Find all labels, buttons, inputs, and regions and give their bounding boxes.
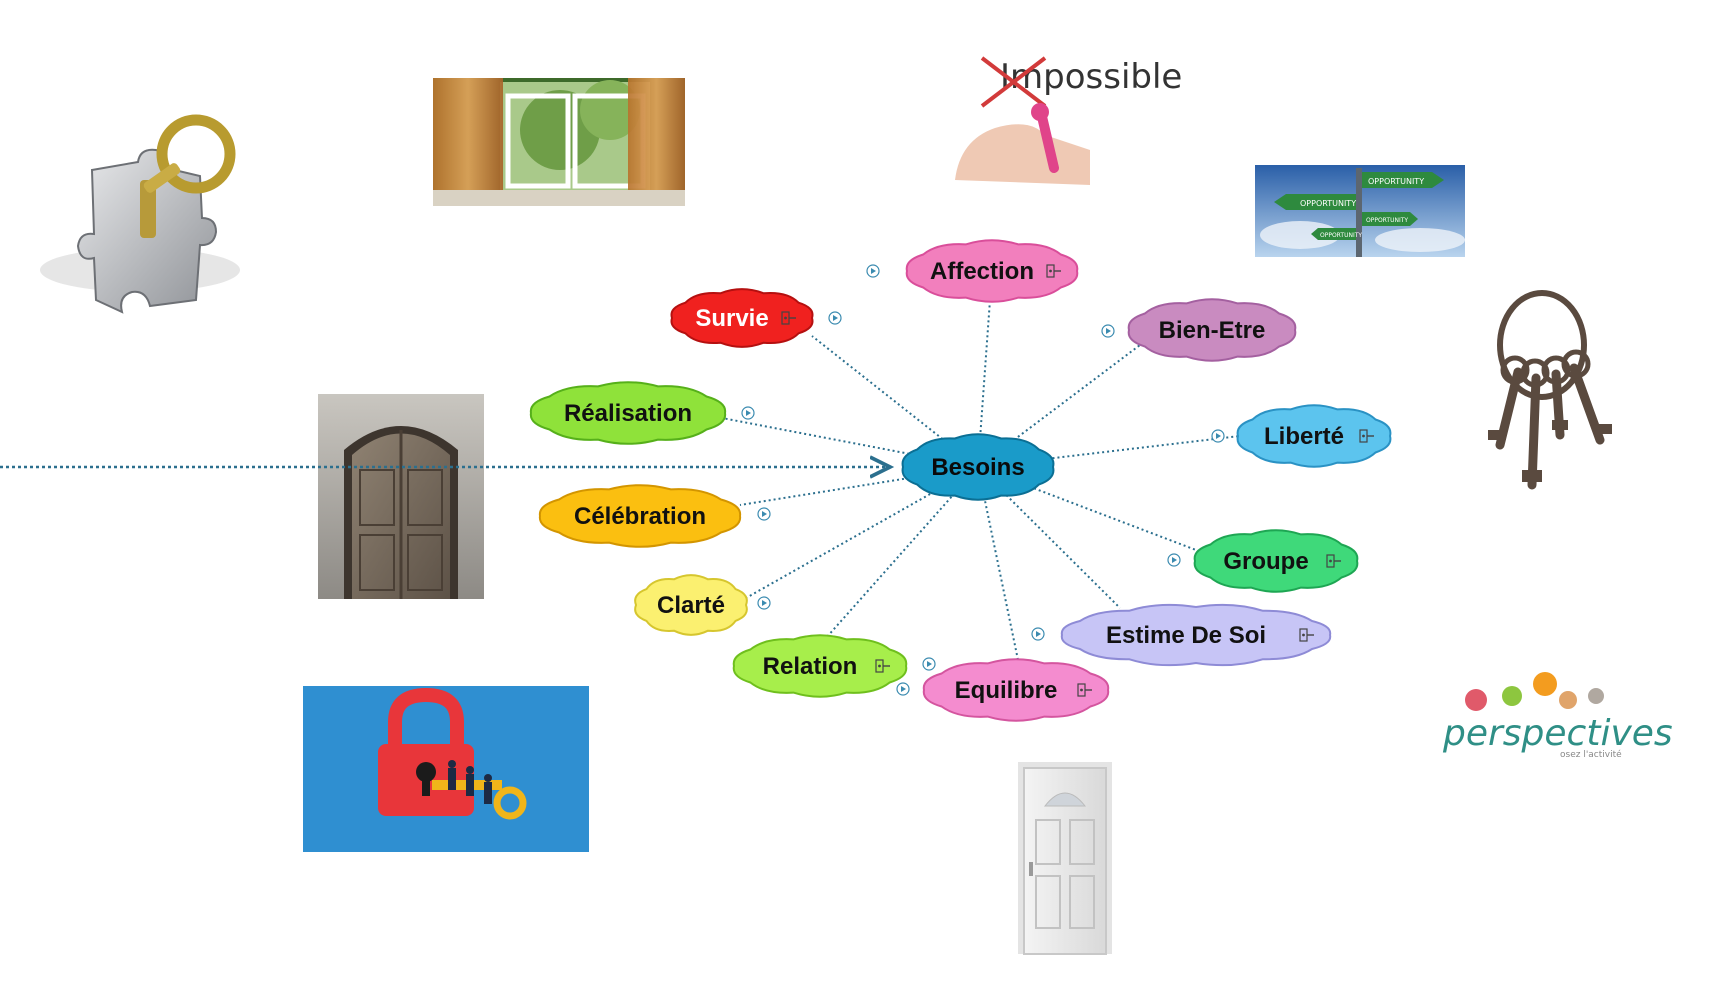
cloud-shape (529, 381, 727, 445)
logo-word: perspectives (1442, 713, 1673, 754)
expand-play-icon[interactable] (866, 264, 880, 278)
node-label: Estime De Soi (1106, 622, 1266, 649)
note-link-icon[interactable] (781, 311, 796, 325)
puzzle-key-image (40, 114, 240, 314)
cloud-shape (670, 288, 814, 348)
cloud-shape (1127, 298, 1297, 362)
open-window-image (433, 78, 685, 206)
note-link-icon[interactable] (1359, 429, 1374, 443)
connector-groupe (977, 466, 1197, 551)
signpost-word-4: OPPORTUNITY (1320, 232, 1362, 239)
node-estime[interactable]: Estime De Soi (1060, 603, 1332, 667)
white-door-image (1018, 762, 1112, 955)
cloud-shape (901, 433, 1055, 501)
connector-lines (0, 264, 1241, 696)
expand-play-icon[interactable] (922, 657, 936, 671)
node-label: Equilibre (955, 677, 1058, 704)
node-affection[interactable]: Affection (905, 239, 1079, 303)
expand-play-icon[interactable] (757, 596, 771, 610)
node-label: Besoins (931, 454, 1024, 481)
node-relation[interactable]: Relation (732, 634, 908, 698)
cloud-shape (1236, 404, 1392, 468)
central-node-besoins[interactable]: Besoins (901, 433, 1055, 501)
signpost-word-3: OPPORTUNITY (1366, 217, 1408, 224)
expand-play-icon[interactable] (1167, 553, 1181, 567)
node-label: Liberté (1264, 423, 1344, 450)
connector-estime (977, 466, 1121, 609)
cloud-shape (538, 484, 742, 548)
impossible-image: Impossible (955, 56, 1182, 185)
signpost-word-1: OPPORTUNITY (1368, 177, 1424, 186)
expand-play-icon[interactable] (757, 507, 771, 521)
node-label: Clarté (657, 592, 725, 619)
expand-play-icon[interactable] (1211, 429, 1225, 443)
key-ring-image (1488, 290, 1612, 490)
cloud-shape (1060, 603, 1332, 667)
node-label: Réalisation (564, 400, 692, 427)
connector-realisation (721, 417, 979, 468)
note-link-icon[interactable] (1326, 554, 1341, 568)
expand-play-icon[interactable] (1101, 324, 1115, 338)
padlock-image (303, 686, 589, 852)
note-link-icon[interactable] (1299, 628, 1314, 642)
note-link-icon[interactable] (875, 659, 890, 673)
node-groupe[interactable]: Groupe (1193, 529, 1359, 593)
node-label: Affection (930, 258, 1034, 285)
signpost-image: OPPORTUNITY OPPORTUNITY OPPORTUNITY OPPO… (1255, 165, 1465, 257)
node-label: Bien-Etre (1159, 317, 1266, 344)
node-label: Relation (763, 653, 858, 680)
old-door-image (318, 394, 484, 599)
node-liberte[interactable]: Liberté (1236, 404, 1392, 468)
connector-liberte (977, 435, 1241, 468)
expand-play-icon[interactable] (741, 406, 755, 420)
connector-relation (825, 466, 979, 639)
logo-tagline: osez l'activité (1560, 749, 1622, 760)
expand-play-icon[interactable] (896, 682, 910, 696)
node-celebration[interactable]: Célébration (538, 484, 742, 548)
impossible-text: Impossible (1000, 57, 1182, 97)
note-link-icon[interactable] (1077, 683, 1092, 697)
note-link-icon[interactable] (1046, 264, 1061, 278)
node-survie[interactable]: Survie (670, 288, 814, 348)
node-bien-etre[interactable]: Bien-Etre (1127, 298, 1297, 362)
cloud-shape (732, 634, 908, 698)
node-label: Groupe (1223, 548, 1308, 575)
node-label: Survie (695, 305, 768, 332)
signpost-word-2: OPPORTUNITY (1300, 199, 1356, 208)
cloud-shape (1193, 529, 1359, 593)
connector-bien-etre (977, 344, 1141, 468)
node-label: Célébration (574, 503, 706, 530)
cloud-shape (922, 658, 1110, 722)
node-equilibre[interactable]: Equilibre (922, 658, 1110, 722)
cloud-shape (634, 574, 748, 636)
perspectives-logo: perspectives osez l'activité (1442, 672, 1673, 760)
expand-play-icon[interactable] (828, 311, 842, 325)
node-realisation[interactable]: Réalisation (529, 381, 727, 445)
expand-play-icon[interactable] (1031, 627, 1045, 641)
node-clarte[interactable]: Clarté (634, 574, 748, 636)
cloud-shape (905, 239, 1079, 303)
